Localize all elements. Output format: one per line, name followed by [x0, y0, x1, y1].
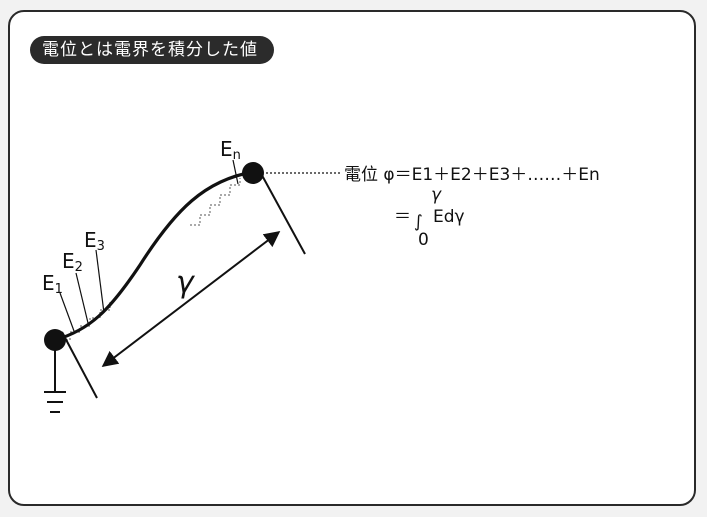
label-en-base: E: [220, 137, 233, 161]
ground-symbol-icon: [44, 350, 66, 413]
potential-curve: [54, 170, 254, 342]
label-e1-sub: 1: [55, 282, 63, 297]
integrand: Edγ: [433, 207, 465, 227]
field-step-staircase: [62, 178, 241, 341]
label-e2: E2: [62, 249, 83, 275]
formula-line2: ＝ ∫ γ 0 Edγ: [394, 185, 465, 250]
end-point-dot: [242, 162, 264, 184]
label-e3: E3: [84, 228, 105, 254]
label-e3-sub: 3: [97, 239, 105, 254]
formula-equals: ＝: [394, 207, 411, 227]
page-title: 電位とは電界を積分した値: [30, 36, 274, 64]
formula-line1: 電位 φ＝E1＋E2＋E3＋……＋En: [344, 165, 600, 185]
label-en-sub: n: [233, 148, 241, 163]
label-leaders: [59, 159, 239, 332]
label-e1: E1: [42, 271, 63, 297]
integral-sign: ∫: [414, 212, 423, 232]
label-e3-base: E: [84, 228, 97, 252]
distance-arrow: [101, 231, 281, 367]
extension-line-start: [61, 331, 98, 399]
integral-lower-limit: 0: [418, 230, 429, 250]
extension-line-end: [257, 167, 306, 255]
distance-label: γ: [176, 265, 196, 300]
start-point-dot: [44, 329, 66, 351]
label-e2-base: E: [62, 249, 75, 273]
label-en: En: [220, 137, 241, 163]
label-e2-sub: 2: [75, 260, 83, 275]
label-e1-base: E: [42, 271, 55, 295]
integral-upper-limit: γ: [431, 185, 442, 205]
